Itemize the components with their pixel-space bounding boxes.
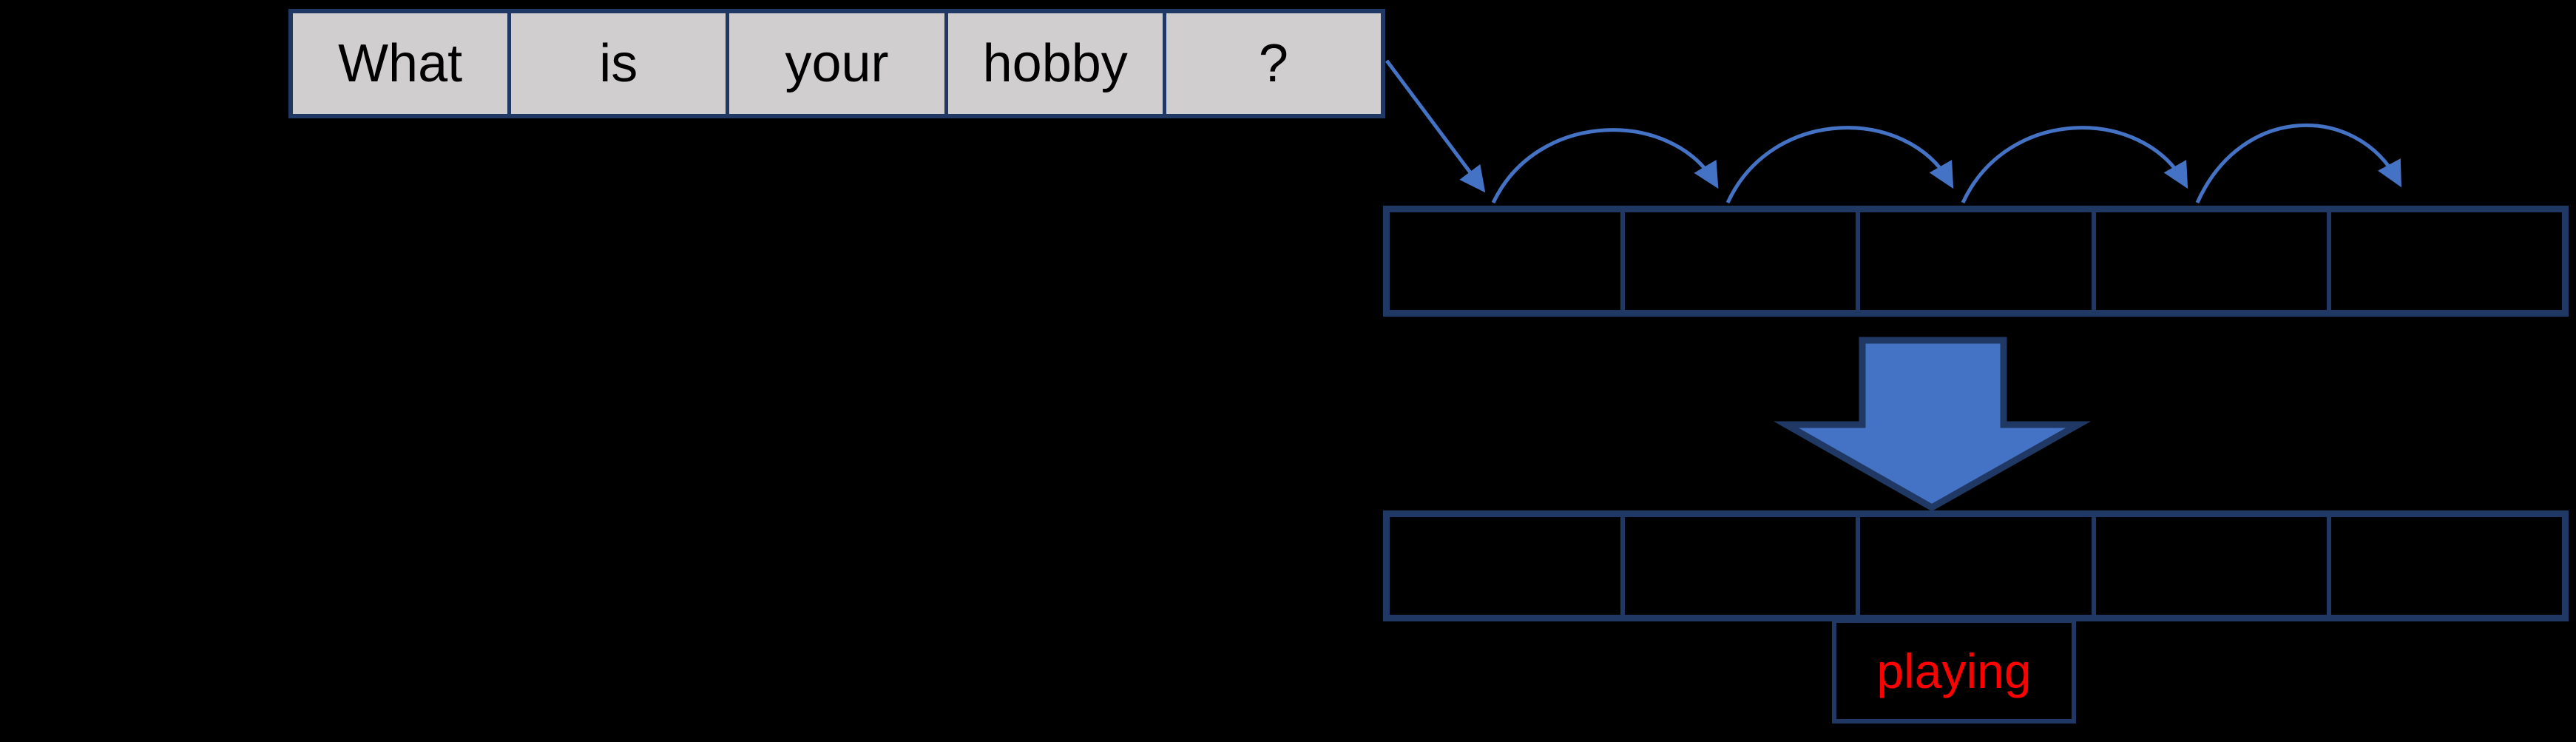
input-token-cell: ?: [1162, 13, 1381, 114]
input-token-label: hobby: [982, 34, 1128, 93]
answer-box: playing: [1832, 618, 2076, 724]
output-slot-cell: [1856, 517, 2091, 615]
hidden-slot-cell: [2091, 212, 2327, 310]
input-connector-arrow: [1385, 59, 1486, 193]
output-slot-cell: [2091, 517, 2327, 615]
hidden-slot-cell: [1390, 212, 1620, 310]
input-token-label: ?: [1258, 34, 1288, 93]
output-slot-cell: [2326, 517, 2562, 615]
output-slot-cell: [1390, 517, 1620, 615]
output-slot-cell: [1620, 517, 1856, 615]
input-token-cell: hobby: [944, 13, 1163, 114]
hidden-slot-cell: [2326, 212, 2562, 310]
hidden-slot-cell: [1856, 212, 2091, 310]
hop-arc-1-icon: [1491, 128, 1719, 204]
input-token-cell: What: [293, 13, 507, 114]
output-slot-row: [1383, 510, 2569, 621]
input-sentence-row: What is your hobby ?: [288, 9, 1385, 118]
input-token-label: your: [785, 34, 889, 93]
hop-arc-2-icon: [1725, 126, 1954, 204]
big-down-arrow-icon: [1773, 337, 2092, 512]
hop-arc-3-icon: [1961, 126, 2188, 204]
input-token-label: is: [599, 34, 638, 93]
input-token-cell: is: [507, 13, 726, 114]
hidden-slot-cell: [1620, 212, 1856, 310]
answer-label: playing: [1876, 644, 2032, 698]
input-token-cell: your: [726, 13, 944, 114]
input-token-label: What: [338, 34, 463, 93]
hidden-slot-row: [1383, 206, 2569, 317]
hop-arc-4-icon: [2195, 123, 2401, 204]
